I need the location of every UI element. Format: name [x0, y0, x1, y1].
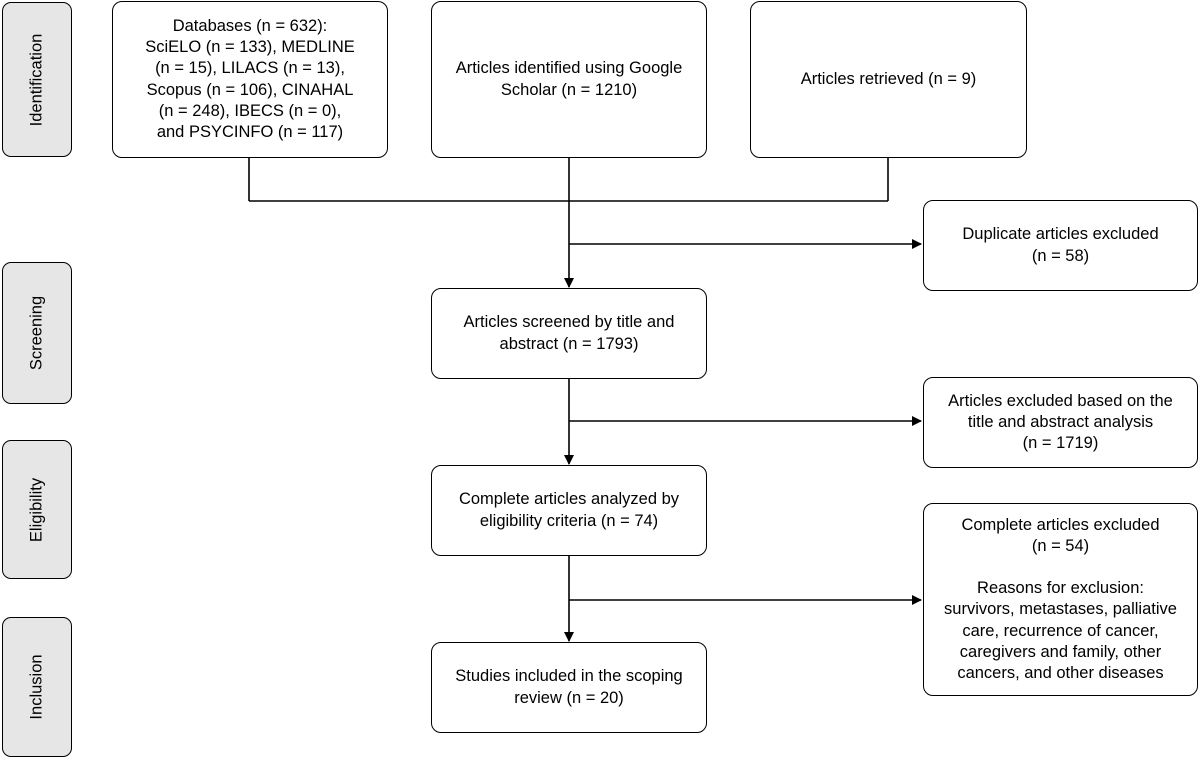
complete-excluded-box: Complete articles excluded (n = 54) Reas… [923, 503, 1198, 696]
box-line: title and abstract analysis [967, 412, 1154, 431]
phase-screening-label: Screening [27, 295, 46, 371]
box-line: (n = 1719) [1022, 434, 1099, 453]
phase-eligibility-label: Eligibility [27, 477, 46, 542]
phase-inclusion-label: Inclusion [27, 654, 46, 720]
retrieved-box: Articles retrieved (n = 9) [750, 1, 1027, 158]
box-line: Articles retrieved (n = 9) [800, 69, 977, 88]
reason-line: Reasons for exclusion: [977, 579, 1144, 598]
phase-eligibility: Eligibility [2, 440, 72, 579]
box-line: abstract (n = 1793) [499, 334, 639, 353]
box-line: (n = 58) [1031, 246, 1090, 265]
box-line: Complete articles analyzed by [458, 490, 680, 509]
box-line: (n = 15), LILACS (n = 13), [155, 59, 345, 78]
box-line: eligibility criteria (n = 74) [479, 511, 659, 530]
eligibility-box: Complete articles analyzed by eligibilit… [431, 465, 707, 556]
box-line: Articles excluded based on the [948, 391, 1173, 410]
screened-box: Articles screened by title and abstract … [431, 288, 707, 379]
reason-line: care, recurrence of cancer, [962, 621, 1159, 640]
box-line: Databases (n = 632): [172, 17, 328, 36]
reason-line: cancers, and other diseases [957, 663, 1164, 682]
box-line: and PSYCINFO (n = 117) [156, 122, 344, 141]
box-line: SciELO (n = 133), MEDLINE [145, 38, 355, 57]
box-line: Studies included in the scoping [455, 667, 683, 686]
included-box: Studies included in the scoping review (… [431, 642, 707, 733]
box-line: Scopus (n = 106), CINAHAL [146, 80, 354, 99]
phase-identification-label: Identification [27, 33, 46, 126]
databases-box: Databases (n = 632): SciELO (n = 133), M… [112, 1, 388, 158]
reason-line: caregivers and family, other [959, 642, 1162, 661]
box-line: (n = 54) [1031, 537, 1090, 556]
phase-inclusion: Inclusion [2, 617, 72, 757]
reason-line: survivors, metastases, palliative [944, 600, 1177, 619]
box-line: Duplicate articles excluded [962, 225, 1159, 244]
google-scholar-box: Articles identified using Google Scholar… [431, 1, 707, 158]
phase-identification: Identification [2, 2, 72, 157]
phase-screening: Screening [2, 262, 72, 404]
box-line: (n = 248), IBECS (n = 0), [158, 101, 342, 120]
box-line: review (n = 20) [514, 688, 624, 707]
box-line: Scholar (n = 1210) [500, 80, 638, 99]
box-line: Articles screened by title and [463, 313, 675, 332]
box-line: Complete articles excluded [961, 516, 1160, 535]
title-abstract-excluded-box: Articles excluded based on the title and… [923, 377, 1198, 468]
duplicates-excluded-box: Duplicate articles excluded (n = 58) [923, 200, 1198, 291]
box-line: Articles identified using Google [455, 59, 683, 78]
